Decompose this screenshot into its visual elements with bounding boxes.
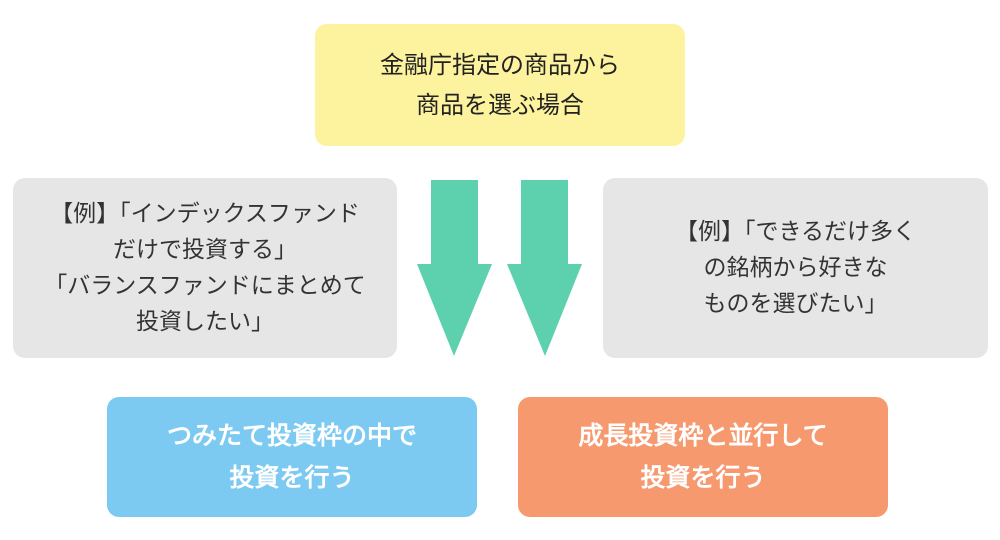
example-left-line-2: だけで投資する」 xyxy=(113,237,297,263)
left-down-arrow-icon xyxy=(417,180,492,356)
example-right-line-1: 【例】「できるだけ多く xyxy=(674,219,917,245)
condition-line-1: 金融庁指定の商品から xyxy=(380,51,620,79)
tsumitate-line-1: つみたて投資枠の中で xyxy=(166,421,417,450)
example-left-line-1: 【例】「インデックスファンド xyxy=(50,201,360,227)
condition-box: 金融庁指定の商品から 商品を選ぶ場合 xyxy=(315,24,685,146)
tsumitate-result-box: つみたて投資枠の中で 投資を行う xyxy=(107,397,477,517)
example-left-line-3: 「バランスファンドにまとめて xyxy=(44,273,366,299)
example-right-line-2: の銘柄から好きな xyxy=(703,255,888,281)
condition-line-2: 商品を選ぶ場合 xyxy=(416,91,584,119)
right-down-arrow-icon xyxy=(507,180,582,356)
growth-line-1: 成長投資枠と並行して xyxy=(578,421,828,450)
tsumitate-line-2: 投資を行う xyxy=(229,463,355,492)
example-box-left: 【例】「インデックスファンド だけで投資する」 「バランスファンドにまとめて 投… xyxy=(13,178,397,358)
example-left-line-4: 投資したい」 xyxy=(136,309,274,335)
example-right-line-3: ものを選びたい」 xyxy=(703,291,888,317)
growth-line-2: 投資を行う xyxy=(640,463,766,492)
example-box-right: 【例】「できるだけ多く の銘柄から好きな ものを選びたい」 xyxy=(603,178,988,358)
growth-result-box: 成長投資枠と並行して 投資を行う xyxy=(518,397,888,517)
